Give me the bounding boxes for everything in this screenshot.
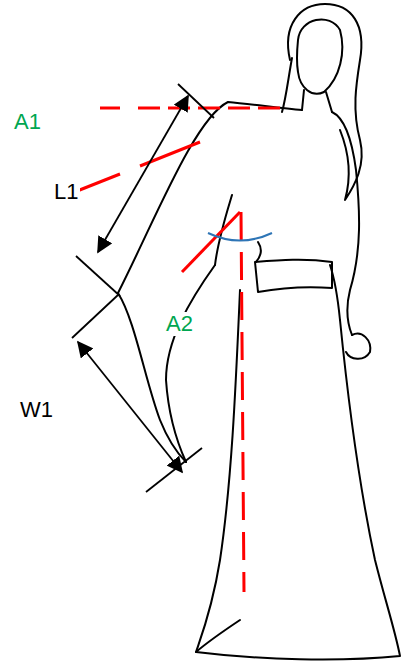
angle-label: A1 (12, 110, 43, 134)
dimension-label: L1 (52, 180, 80, 204)
angle-label: A2 (164, 312, 195, 336)
dimension-label: W1 (18, 398, 55, 422)
